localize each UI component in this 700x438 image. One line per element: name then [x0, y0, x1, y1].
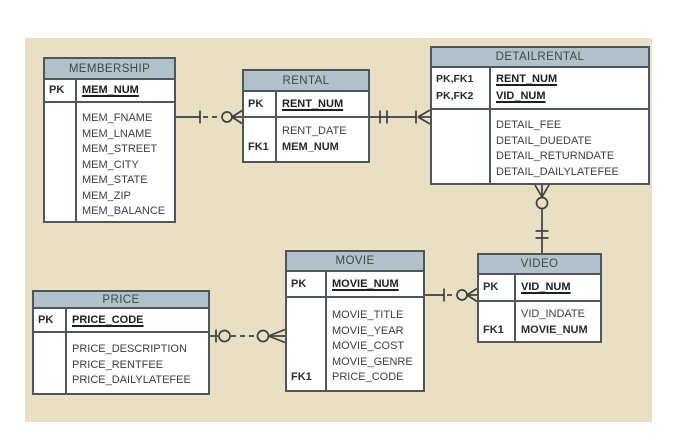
- pk-tag: PK: [291, 277, 307, 290]
- pk-tag: PK,FK1: [436, 73, 474, 85]
- fk-tag: [244, 124, 275, 140]
- entity-price-header: PRICE: [34, 292, 208, 309]
- pk-attribute: RENT_NUM: [496, 73, 558, 85]
- column-divider: [325, 272, 327, 390]
- pk-tag: PK: [38, 313, 54, 326]
- entity-detailrental-header: DETAILRENTAL: [432, 48, 648, 68]
- pk-tag: PK: [248, 97, 264, 110]
- entity-movie: MOVIE PK MOVIE_NUM MOVIE_TITLE MOVIE_YEA…: [285, 250, 425, 392]
- fk-tag: FK1: [483, 323, 504, 336]
- column-divider: [75, 80, 77, 221]
- entity-movie-title: MOVIE: [335, 255, 375, 267]
- pk-attribute: RENT_NUM: [282, 97, 344, 110]
- entity-detailrental: DETAILRENTAL PK,FK1 RENT_NUM PK,FK2 VID_…: [430, 46, 650, 185]
- attribute: PRICE_CODE: [332, 371, 404, 383]
- entity-price: PRICE PK PRICE_CODE PRICE_DESCRIPTION PR…: [32, 290, 210, 395]
- entity-detailrental-title: DETAILRENTAL: [495, 51, 585, 63]
- column-divider: [65, 309, 67, 393]
- entity-rental: RENTAL PK RENT_NUM RENT_DATE FK1 MEM_NUM: [242, 69, 370, 163]
- attribute: MOVIE_COST: [332, 340, 405, 352]
- attribute: MEM_LNAME: [82, 127, 152, 140]
- attribute: MEM_STREET: [82, 143, 158, 155]
- entity-membership-title: MEMBERSHIP: [68, 62, 151, 75]
- entity-rental-header: RENTAL: [244, 71, 368, 92]
- attribute: DETAIL_FEE: [496, 119, 562, 131]
- pk-attribute: PRICE_CODE: [72, 313, 144, 326]
- column-divider: [514, 275, 516, 341]
- attribute: PRICE_RENTFEE: [72, 358, 164, 371]
- fk-tag: FK1: [248, 140, 269, 153]
- entity-movie-header: MOVIE: [287, 252, 423, 272]
- attribute: MOVIE_GENRE: [332, 355, 413, 368]
- entity-video: VIDEO PK VID_NUM VID_INDATE FK1 MOVIE_NUM: [477, 253, 602, 343]
- entity-price-title: PRICE: [102, 293, 140, 306]
- fk-tag: [479, 307, 514, 323]
- attribute: MOVIE_NUM: [521, 323, 588, 336]
- entity-video-header: VIDEO: [479, 255, 600, 275]
- fk-tag: FK1: [291, 371, 312, 383]
- column-divider: [275, 92, 277, 161]
- pk-attribute: VID_NUM: [496, 90, 546, 102]
- pk-attribute: VID_NUM: [521, 281, 571, 293]
- attribute: MEM_ZIP: [82, 189, 131, 202]
- attribute: PRICE_DAILYLATEFEE: [72, 374, 191, 386]
- pk-tag: PK: [49, 84, 65, 96]
- attribute: MEM_STATE: [82, 174, 148, 186]
- pk-tag: PK: [483, 281, 499, 293]
- entity-membership-header: MEMBERSHIP: [45, 59, 174, 80]
- pk-tag: PK,FK2: [436, 90, 474, 102]
- attribute: PRICE_DESCRIPTION: [72, 343, 187, 355]
- attribute: RENT_DATE: [282, 125, 347, 137]
- column-divider: [489, 68, 491, 183]
- attribute: MEM_FNAME: [82, 112, 153, 124]
- pk-attribute: MOVIE_NUM: [332, 277, 399, 290]
- entity-rental-title: RENTAL: [282, 74, 330, 87]
- entity-video-title: VIDEO: [520, 258, 559, 270]
- attribute: VID_INDATE: [521, 308, 585, 320]
- entity-membership: MEMBERSHIP PK MEM_NUM MEM_FNAME MEM_LNAM…: [43, 57, 176, 223]
- attribute: DETAIL_RETURNDATE: [496, 150, 615, 162]
- pk-attribute: MEM_NUM: [82, 84, 139, 96]
- attribute: MEM_CITY: [82, 158, 139, 171]
- attribute: MOVIE_YEAR: [332, 324, 404, 337]
- attribute: MEM_BALANCE: [82, 205, 166, 217]
- attribute: DETAIL_DAILYLATEFEE: [496, 165, 619, 178]
- attribute: MOVIE_TITLE: [332, 309, 404, 321]
- attribute: DETAIL_DUEDATE: [496, 134, 592, 147]
- attribute: MEM_NUM: [282, 140, 339, 153]
